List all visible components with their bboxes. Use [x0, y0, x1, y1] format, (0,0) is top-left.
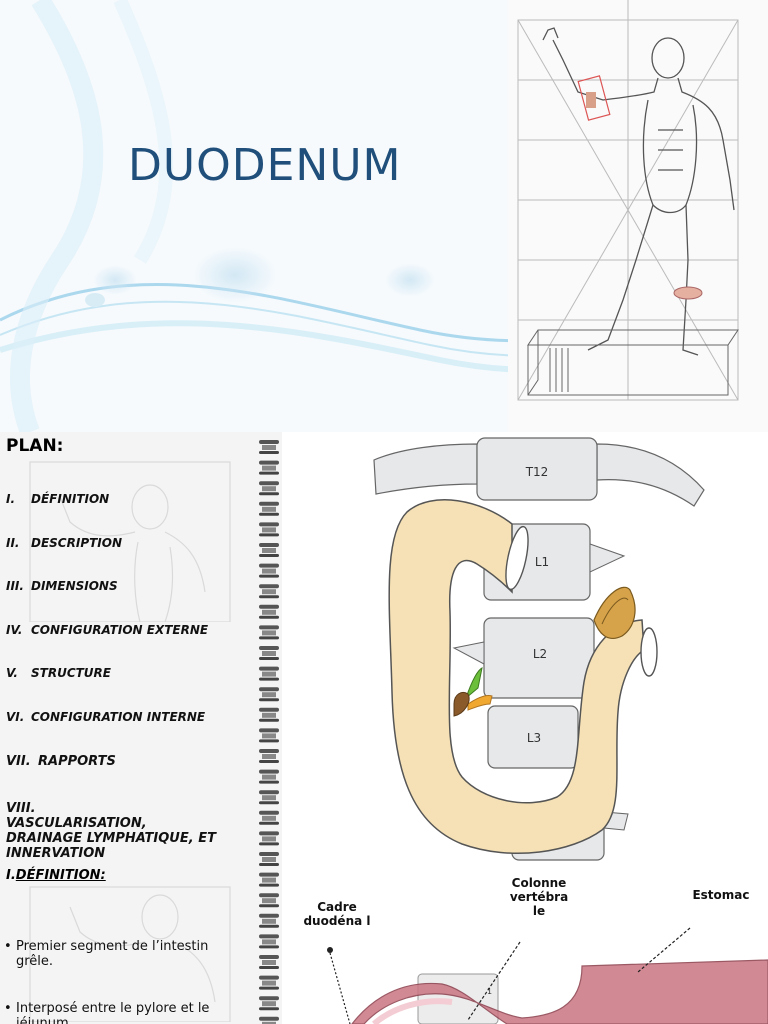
binding-ring	[259, 769, 279, 784]
definition-number: I.	[6, 868, 16, 883]
plan-item-label: STRUCTURE	[31, 666, 111, 680]
binding-ring	[259, 975, 279, 990]
vertebra-label-l1: L1	[535, 555, 549, 569]
anatomical-man-illustration	[508, 0, 768, 432]
binding-ring	[259, 852, 279, 866]
label-cadre-duodenal: Cadre duodéna l	[303, 900, 371, 928]
stomach-duodenum-diagram: 1	[282, 868, 768, 1024]
label-estomac: Estomac	[692, 888, 750, 902]
plan-item-vascularisation[interactable]: VIII.VASCULARISATION, DRAINAGE LYMPHATIQ…	[6, 801, 251, 861]
plan-item-number: VI.	[6, 710, 25, 724]
vertebra-number: 1	[487, 987, 492, 996]
binding-ring	[259, 893, 279, 908]
plan-item-number: VIII.	[6, 801, 36, 816]
definition-title: DÉFINITION:	[15, 868, 106, 883]
plan-item-number: II.	[6, 536, 20, 550]
faded-anatomy-watermark	[29, 461, 231, 622]
binding-ring	[259, 522, 279, 537]
faded-anatomy-watermark-lower	[29, 886, 231, 1022]
binding-ring	[259, 831, 279, 846]
bullet-text: Interposé entre le pylore et le jéjunum.	[16, 1001, 210, 1024]
binding-ring	[259, 728, 279, 743]
plan-item-label: VASCULARISATION, DRAINAGE LYMPHATIQUE, E…	[6, 816, 216, 861]
binding-ring	[259, 666, 279, 681]
binding-ring	[259, 955, 279, 969]
plan-item-dimensions[interactable]: III. DIMENSIONS	[6, 579, 251, 594]
plan-item-configuration-interne[interactable]: VI. CONFIGURATION INTERNE	[6, 710, 251, 725]
vertebra-label-l3: L3	[527, 731, 541, 745]
binding-ring	[259, 934, 279, 949]
binding-ring	[259, 584, 279, 599]
binding-ring	[259, 707, 279, 722]
plan-item-definition[interactable]: I. DÉFINITION	[6, 492, 251, 507]
page-title: DUODENUM	[128, 140, 402, 191]
title-slide: DUODENUM	[0, 0, 768, 432]
definition-bullet-2: •Interposé entre le pylore et le jéjunum…	[4, 1001, 249, 1024]
binding-ring	[259, 440, 279, 454]
plan-item-rapports[interactable]: VII. RAPPORTS	[6, 754, 251, 769]
binding-ring	[259, 872, 279, 887]
duodenum-vertebrae-diagram: T12 L1 L2 L3 L4	[373, 437, 705, 861]
plan-item-number: VII.	[6, 754, 31, 769]
notebook-panel: PLAN: I. DÉFINITION II. DESCRIPTION III. DI…	[0, 432, 282, 1024]
plan-item-number: III.	[6, 579, 24, 593]
vertebra-label-t12: T12	[525, 465, 549, 479]
plan-item-label: CONFIGURATION EXTERNE	[31, 623, 209, 637]
binding-ring	[259, 790, 279, 805]
binding-ring	[259, 810, 279, 825]
binding-ring	[259, 604, 279, 619]
plan-item-label: DIMENSIONS	[31, 579, 118, 593]
label-colonne-vertebrale: Colonne vertébra le	[509, 876, 569, 918]
binding-ring	[259, 501, 279, 516]
binding-ring	[259, 646, 279, 660]
plan-item-number: IV.	[6, 623, 23, 637]
plan-item-number: V.	[6, 666, 18, 680]
bullet-text: Premier segment de l’intestin grêle.	[16, 939, 209, 969]
binding-ring	[259, 563, 279, 578]
plan-item-label: RAPPORTS	[38, 754, 116, 769]
binding-ring	[259, 543, 279, 557]
binding-ring	[259, 913, 279, 928]
plan-item-label: DÉFINITION	[31, 492, 110, 506]
binding-ring	[259, 625, 279, 640]
plan-slide: PLAN: I. DÉFINITION II. DESCRIPTION III. DI…	[0, 432, 768, 1024]
plan-item-label: CONFIGURATION INTERNE	[31, 710, 206, 724]
binding-ring	[259, 460, 279, 475]
plan-item-label: DESCRIPTION	[31, 536, 123, 550]
plan-title: PLAN:	[6, 436, 64, 456]
plan-item-configuration-externe[interactable]: IV. CONFIGURATION EXTERNE	[6, 623, 251, 638]
binding-ring	[259, 749, 279, 763]
spiral-binding	[259, 440, 279, 1024]
abstract-swirl-background	[0, 0, 768, 432]
plan-item-description[interactable]: II. DESCRIPTION	[6, 536, 251, 551]
vertebra-label-l2: L2	[533, 647, 547, 661]
plan-item-number: I.	[6, 492, 16, 506]
definition-heading: I.DÉFINITION:	[6, 868, 106, 883]
binding-ring	[259, 481, 279, 496]
binding-ring	[259, 687, 279, 702]
plan-item-structure[interactable]: V. STRUCTURE	[6, 666, 251, 681]
binding-ring	[259, 996, 279, 1011]
binding-ring	[259, 1016, 279, 1024]
definition-bullet-1: •Premier segment de l’intestin grêle.	[4, 939, 249, 969]
